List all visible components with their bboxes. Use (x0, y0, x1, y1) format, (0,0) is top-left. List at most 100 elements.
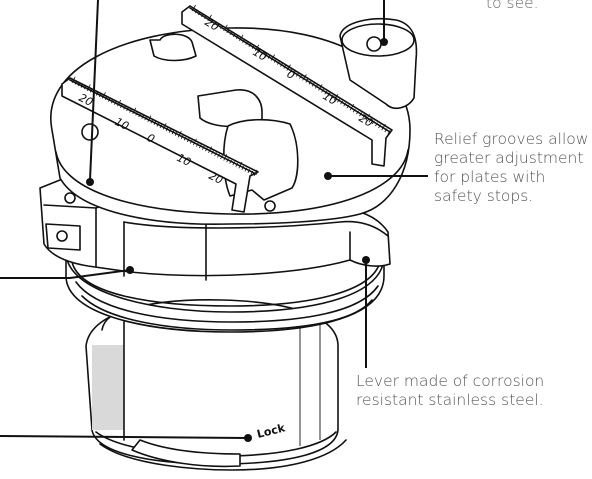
scale-tick (197, 11, 201, 16)
scale-tick (80, 83, 84, 88)
scale-tick (141, 114, 144, 119)
scale-tick (318, 84, 323, 91)
scale-tick (371, 120, 375, 125)
scale-tick (289, 68, 293, 73)
scale-tick (381, 123, 386, 131)
scale-tick (162, 123, 167, 130)
knob-body (85, 299, 347, 471)
scale-tick (302, 74, 307, 81)
scale-tick (283, 64, 287, 69)
scale-tick (292, 70, 296, 75)
scale-tick (165, 127, 169, 132)
scale-tick (308, 80, 312, 85)
scale-tick (356, 110, 359, 115)
back-scale-label: 10 (250, 45, 269, 63)
scale-tick (384, 128, 388, 133)
scale-tick (83, 85, 87, 90)
scale-tick (138, 113, 141, 118)
scale-tick (204, 15, 208, 20)
scale-tick (205, 147, 208, 152)
scale-tick (213, 21, 217, 26)
scale-tick (327, 92, 331, 97)
scale-tick (207, 14, 212, 22)
scale-tick (202, 145, 205, 150)
scale-tick (305, 78, 309, 83)
front-scale-label: 10 (175, 151, 193, 169)
back-scale-label: 10 (320, 89, 339, 107)
scale-tick (120, 104, 123, 108)
scale-tick (235, 35, 239, 40)
scale-tick (220, 155, 223, 160)
scale-tick (183, 136, 187, 141)
scale-tick (153, 121, 157, 125)
back-scale-label: 20 (356, 111, 375, 129)
scale-tick (229, 159, 232, 164)
front-scale-rail: 20 10 0 10 20 (61, 76, 259, 213)
scale-tick (352, 108, 356, 113)
bubble-level (339, 17, 418, 110)
scale-tick (147, 115, 152, 122)
scale-tick (135, 111, 138, 116)
scale-tick (368, 118, 372, 123)
scale-tick (156, 122, 160, 127)
scale-tick (191, 4, 197, 12)
scale-tick (232, 33, 236, 38)
scale-tick (349, 103, 355, 111)
scale-tick (248, 43, 252, 47)
scale-tick (144, 116, 147, 121)
front-scale-label: 20 (77, 91, 95, 109)
scale-tick (261, 50, 265, 55)
scale-tick (277, 60, 280, 65)
scale-tick (324, 90, 328, 95)
collar-rings (65, 251, 385, 333)
scale-tick (98, 93, 102, 98)
scale-tick (192, 138, 197, 146)
scale-tick (311, 82, 315, 87)
scale-tick (199, 144, 202, 149)
scale-tick (216, 23, 220, 28)
scale-tick (242, 39, 246, 43)
scale-tick (321, 88, 325, 93)
scale-tick (280, 62, 283, 67)
scale-tick (114, 100, 117, 105)
scale-tick (330, 94, 334, 99)
scale-tick (375, 122, 378, 127)
lever-callout: Lever made of corrosion resistant stainl… (356, 372, 545, 409)
scale-tick (123, 105, 126, 110)
scale-tick (89, 88, 93, 93)
scale-tick (105, 96, 108, 101)
scale-tick (247, 169, 251, 174)
scale-tick (229, 31, 233, 36)
scale-tick (250, 170, 254, 175)
scale-tick (201, 13, 204, 18)
scale-tick (180, 135, 184, 139)
scale-tick (253, 169, 258, 177)
scale-tick (235, 162, 238, 167)
scale-tick (241, 166, 245, 170)
scale-tick (159, 124, 163, 129)
scale-tick (238, 161, 243, 169)
scale-tick (111, 99, 114, 104)
scale-tick (226, 158, 229, 163)
scale-tick (74, 80, 78, 85)
scale-tick (362, 114, 366, 119)
scale-tick (95, 91, 99, 96)
scale-tick (86, 84, 91, 91)
scale-tick (223, 24, 228, 32)
top-clip-callout: to see. (486, 0, 539, 12)
scale-tick (286, 64, 291, 71)
scale-tick (232, 161, 235, 166)
scale-tick (132, 107, 137, 115)
scale-tick (174, 131, 178, 136)
scale-tick (365, 113, 370, 121)
scale-tick (333, 94, 339, 101)
scale-tick (214, 152, 217, 156)
scale-tick (194, 9, 198, 14)
front-scale-label: 10 (113, 115, 131, 133)
leader-lines (0, 0, 428, 442)
scale-tick (129, 108, 132, 113)
scale-tick (378, 124, 381, 129)
scale-tick (245, 41, 249, 45)
scale-tick (150, 119, 154, 124)
